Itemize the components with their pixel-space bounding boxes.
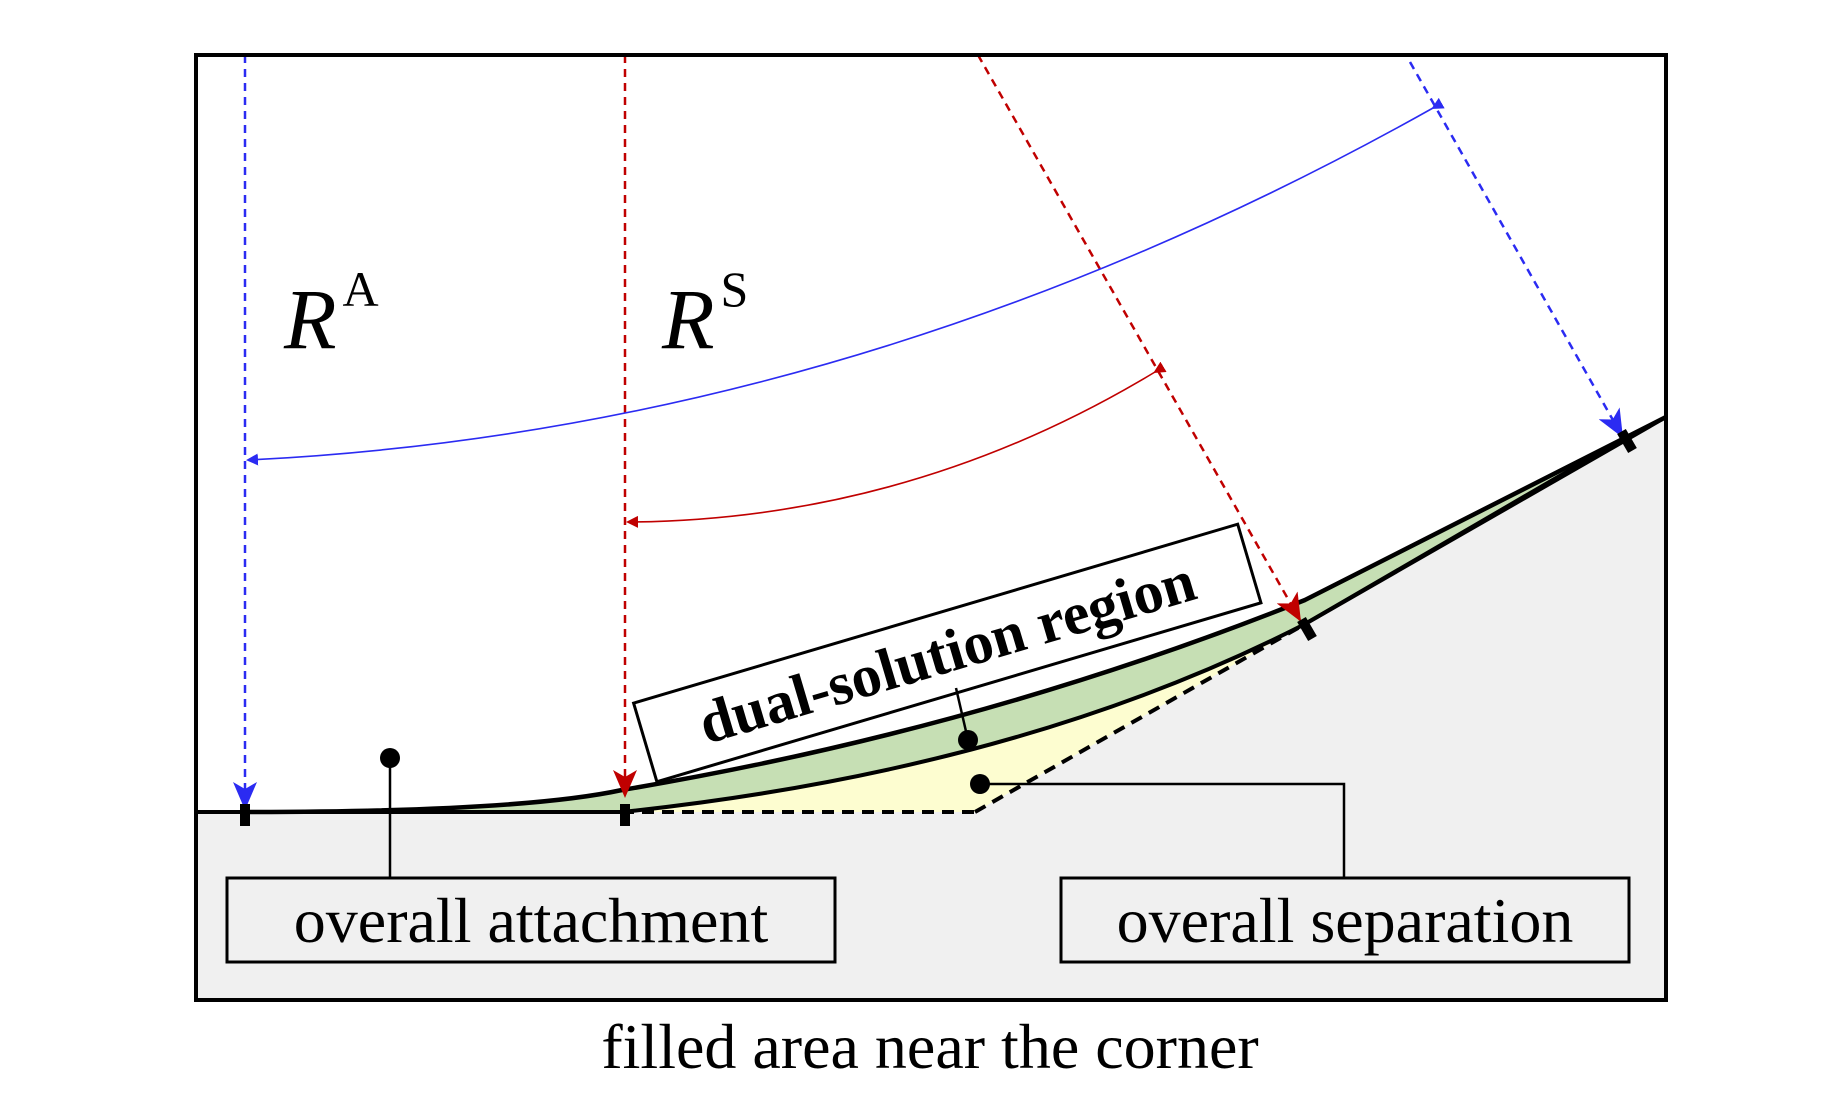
overall-separation-region [622, 624, 1305, 812]
slope-dashed-line [974, 622, 1306, 814]
separation-curve [621, 436, 1627, 814]
tick-separation-left [620, 804, 630, 826]
dual-solution-region-area [245, 438, 1625, 812]
dual-solution-label-box [631, 522, 1263, 784]
overall-separation-label: overall separation [1117, 885, 1574, 956]
solid-ground [196, 417, 1666, 1000]
tick-attachment-right [1617, 428, 1637, 454]
attachment-curve [244, 414, 1666, 815]
overall-separation-leader [980, 782, 1346, 878]
separation-angle-arc [626, 361, 1167, 528]
attachment-angle-arc [246, 97, 1445, 466]
overall-attachment-box [225, 876, 837, 964]
overall-separation-box [1059, 876, 1631, 964]
diagram-frame [194, 53, 1668, 1002]
tick-attachment-left [240, 804, 250, 826]
attachment-radius-right [1408, 61, 1624, 438]
tick-separation-right [1297, 616, 1317, 642]
separation-radius-right [976, 55, 1302, 622]
figure-caption: filled area near the corner [601, 1011, 1258, 1082]
overall-attachment-label: overall attachment [294, 885, 769, 956]
dual-solution-dot [958, 730, 978, 750]
